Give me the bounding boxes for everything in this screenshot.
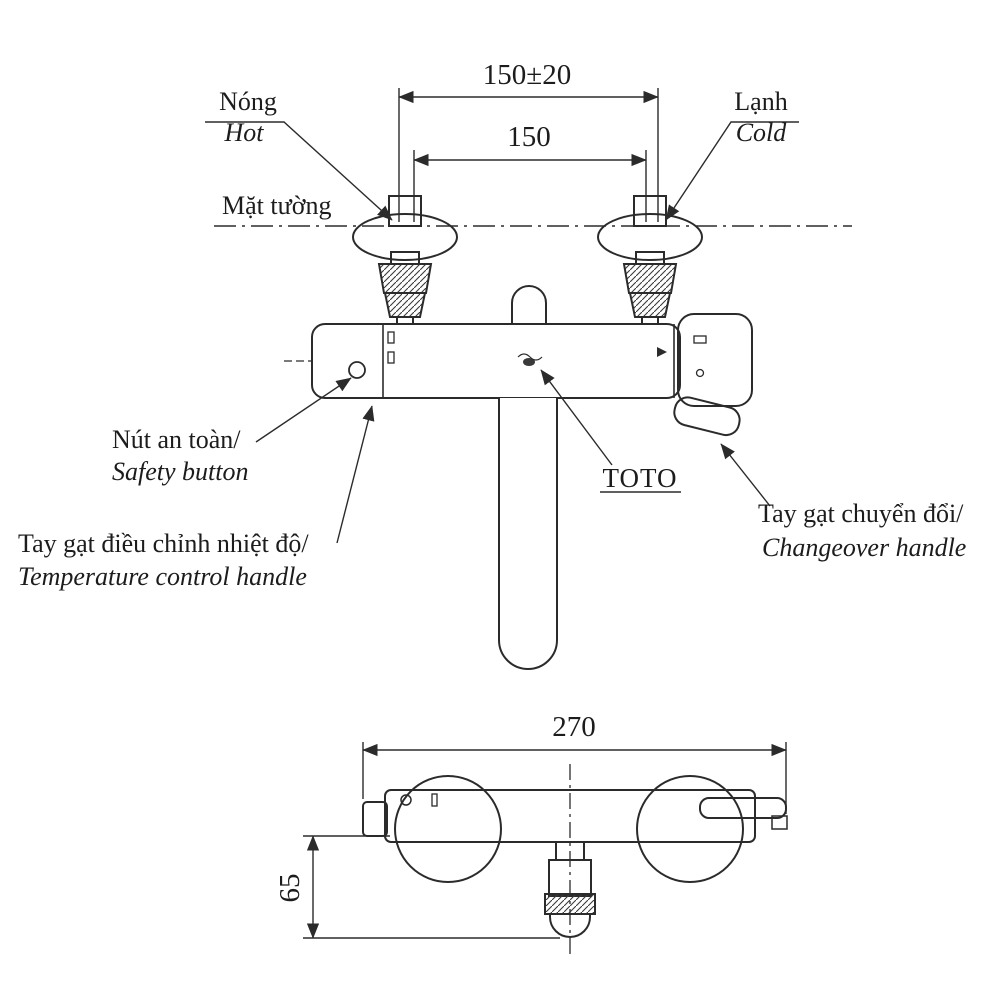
label-hot-en: Hot: [224, 118, 265, 147]
grip-mark: [387, 351, 395, 364]
label-temp-handle-vi: Tay gạt điều chỉnh nhiệt độ/: [18, 529, 309, 558]
label-brand-toto: TOTO: [602, 463, 677, 493]
leader-safety-button: [255, 377, 352, 443]
wall-escutcheon: [352, 213, 458, 261]
inlet-pipe-stub: [633, 195, 667, 227]
connection-nut-upper: [622, 263, 678, 294]
label-cold-vi: Lạnh: [734, 87, 787, 116]
mixer-body: [311, 323, 681, 399]
lever-tip: [771, 815, 788, 830]
spout-cap: [549, 914, 591, 938]
label-wall-surface: Mặt tường: [222, 191, 331, 220]
changeover-handle-body: [677, 313, 753, 407]
dim-overall-width: [362, 742, 787, 814]
leader-changeover: [720, 443, 771, 507]
inlet-collar: [390, 251, 420, 265]
leader-hot: [205, 121, 393, 221]
indicator-mark: [657, 347, 667, 357]
grip-mark-top: [431, 793, 438, 807]
dim-text-hole-pitch: 150: [507, 121, 551, 153]
label-temp-handle-en: Temperature control handle: [18, 562, 307, 591]
leader-temp-handle: [336, 405, 375, 544]
dim-spout-depth: [303, 835, 560, 939]
connection-nut-lower: [628, 292, 672, 318]
grip-mark: [387, 331, 395, 344]
leader-toto: [540, 369, 613, 466]
dim-text-overall-width: 270: [552, 711, 596, 743]
inlet-pipe-stub: [388, 195, 422, 227]
label-safety-button-vi: Nút an toàn/: [112, 425, 241, 454]
toto-logo-scribble: [517, 353, 543, 361]
faucet-body-front: [284, 285, 753, 670]
spout: [498, 398, 558, 670]
spout-nut-knurled: [544, 893, 596, 915]
faucet-body-bottom: [362, 764, 788, 956]
changeover-lever-top: [699, 797, 787, 819]
leader-cold: [665, 121, 799, 221]
label-changeover-en: Changeover handle: [762, 533, 966, 562]
inlet-neck: [641, 316, 659, 325]
safety-button: [348, 361, 366, 379]
temp-handle-end: [362, 801, 388, 837]
connection-nut-upper: [377, 263, 433, 294]
shower-symbol: [695, 368, 705, 378]
inlet-collar: [635, 251, 665, 265]
shower-outlet-elbow: [511, 285, 547, 324]
leader-lines-front: [205, 121, 799, 544]
changeover-lever: [673, 396, 741, 437]
dim-text-spout-depth: 65: [274, 874, 306, 903]
left-inlet-assembly: [352, 195, 458, 325]
wall-escutcheon: [597, 213, 703, 261]
left-mount-circle: [394, 775, 502, 883]
right-mount-circle: [636, 775, 744, 883]
toto-logo-mark: [523, 358, 535, 366]
spout-symbol: [693, 335, 707, 344]
dim-hole-pitch: [413, 150, 647, 222]
right-inlet-assembly: [597, 195, 703, 325]
label-safety-button-en: Safety button: [112, 457, 248, 486]
label-cold-en: Cold: [736, 118, 788, 147]
label-changeover-vi: Tay gạt chuyển đổi/: [758, 499, 964, 528]
inlet-neck: [396, 316, 414, 325]
dim-hole-pitch-tolerance: [398, 88, 659, 222]
connection-nut-lower: [383, 292, 427, 318]
label-hot-vi: Nóng: [219, 87, 277, 116]
dim-text-hole-pitch-tolerance: 150±20: [483, 59, 571, 91]
safety-button-top: [400, 794, 412, 806]
